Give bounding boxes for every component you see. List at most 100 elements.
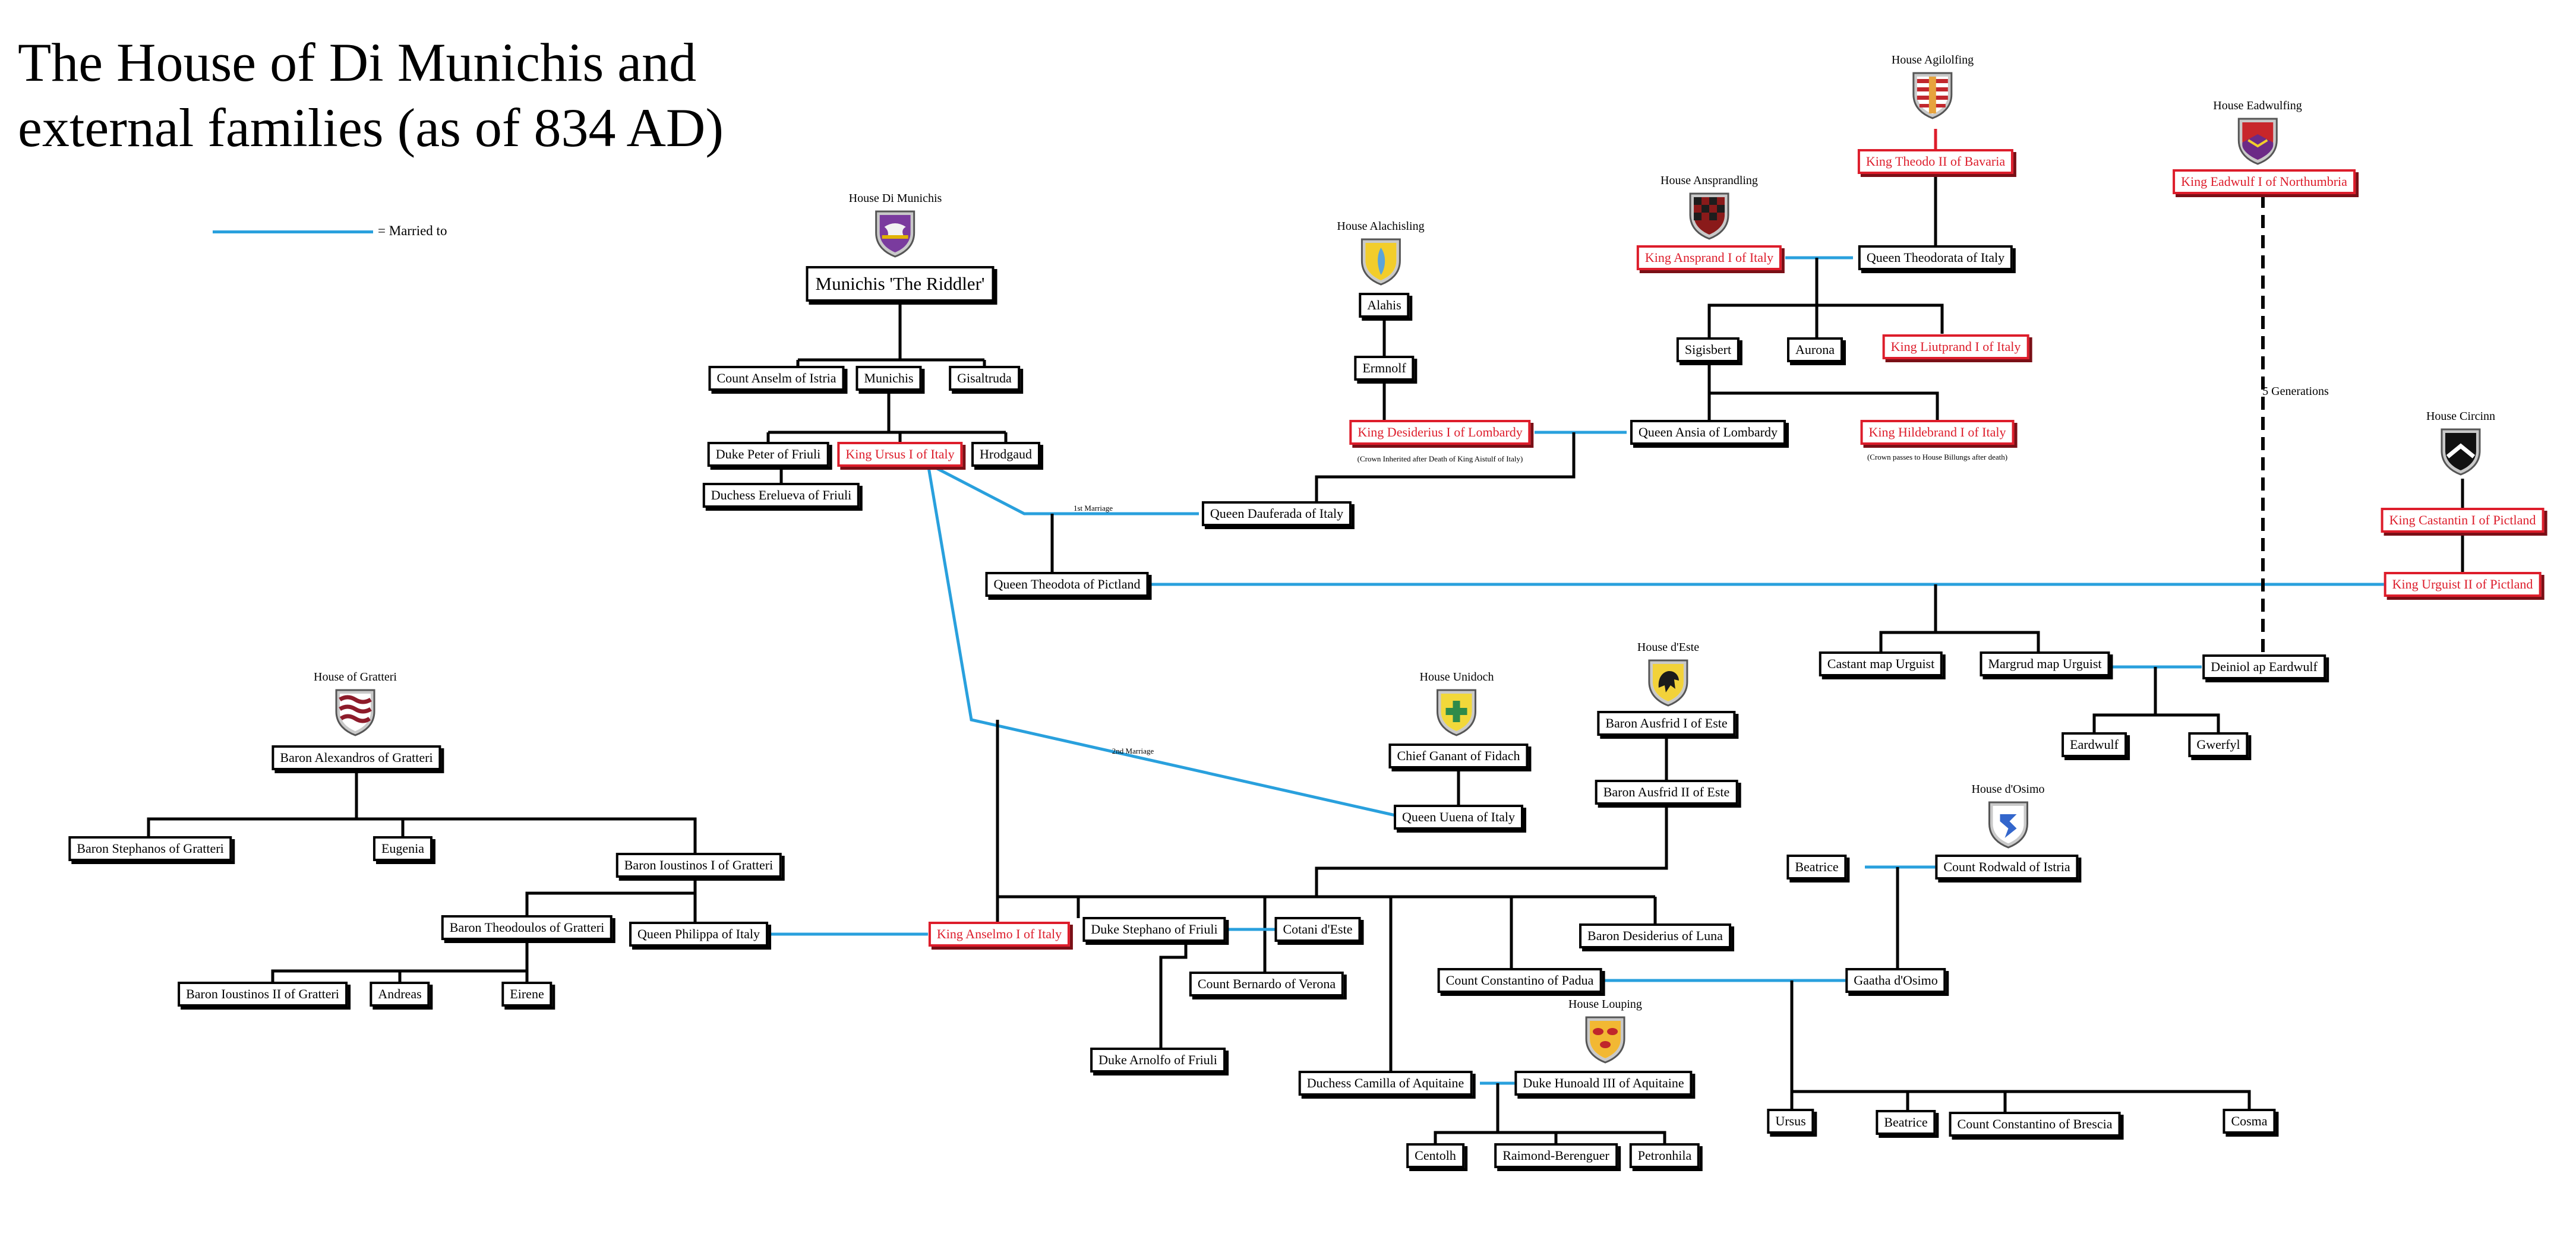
person-baron-alexandros: Baron Alexandros of Gratteri — [272, 745, 441, 770]
note-first-marriage: 1st Marriage — [1073, 504, 1113, 513]
person-chief-ganant: Chief Ganant of Fidach — [1388, 744, 1529, 768]
person-queen-dauferada: Queen Dauferada of Italy — [1201, 501, 1352, 526]
person-duke-peter: Duke Peter of Friuli — [707, 442, 829, 467]
marriage-line — [927, 462, 1199, 515]
person-baron-ausfrid-i: Baron Ausfrid I of Este — [1597, 711, 1736, 736]
legend-label: = Married to — [378, 223, 447, 238]
person-duke-arnolfo: Duke Arnolfo of Friuli — [1090, 1048, 1226, 1073]
person-sigisbert: Sigisbert — [1676, 337, 1740, 362]
person-cosma: Cosma — [2223, 1109, 2276, 1134]
person-hrodgaud: Hrodgaud — [971, 442, 1040, 467]
person-king-hildebrand: King Hildebrand I of Italy — [1860, 420, 2015, 445]
house-crest-eadwulfing: House Eadwulfing — [2213, 99, 2302, 166]
person-gwerfyl: Gwerfyl — [2188, 732, 2249, 757]
shield-three-birds-icon — [1585, 1016, 1625, 1064]
person-duke-hunoald: Duke Hunoald III of Aquitaine — [1514, 1071, 1693, 1096]
person-ursus: Ursus — [1767, 1109, 1814, 1134]
person-beatrice2: Beatrice — [1876, 1110, 1936, 1135]
house-name: House Circinn — [2426, 410, 2496, 423]
house-crest-gratteri: House of Gratteri — [314, 670, 397, 738]
person-castant: Castant map Urguist — [1819, 651, 1943, 676]
house-name: House Agilolfing — [1891, 53, 1974, 67]
house-crest-di-munichis: House Di Munichis — [849, 192, 942, 259]
legend-marriage-line — [213, 230, 373, 233]
person-beatrice-osimo: Beatrice — [1786, 855, 1847, 880]
lineage-line — [1790, 980, 2251, 1109]
person-petronilla: Petronhila — [1629, 1143, 1700, 1168]
lineage-line — [1159, 929, 1188, 1048]
house-name: House Eadwulfing — [2213, 99, 2302, 112]
shield-black-chevron-icon — [2441, 428, 2481, 476]
person-count-constantino-padua: Count Constantino of Padua — [1437, 968, 1602, 993]
person-baron-ioustinos-ii: Baron Ioustinos II of Gratteri — [178, 982, 348, 1007]
person-queen-theodota: Queen Theodota of Pictland — [985, 572, 1149, 597]
shield-red-stripes-icon — [1912, 72, 1953, 119]
house-crest-louping: House Louping — [1568, 998, 1642, 1065]
lineage-line — [1707, 258, 1819, 339]
person-aurona: Aurona — [1787, 337, 1843, 362]
person-andreas: Andreas — [370, 982, 430, 1007]
lineage-line — [2155, 713, 2220, 733]
person-king-castantin: King Castantin I of Pictland — [2381, 508, 2545, 533]
person-king-eadwulf: King Eadwulf I of Northumbria — [2173, 169, 2356, 194]
person-eugenia: Eugenia — [372, 836, 433, 861]
person-king-urguist: King Urguist II of Pictland — [2384, 572, 2542, 597]
person-munichis: Munichis — [855, 366, 922, 391]
house-name: House Louping — [1568, 998, 1642, 1011]
lineage-line — [1936, 631, 2040, 652]
person-baron-theodoulos: Baron Theodoulos of Gratteri — [441, 915, 613, 940]
title-line-2: external families (as of 834 AD) — [18, 97, 724, 158]
person-alahis: Alahis — [1359, 293, 1410, 318]
shield-red-purple-icon — [2237, 118, 2278, 165]
person-king-anselmo: King Anselmo I of Italy — [928, 922, 1071, 947]
lineage-line — [147, 769, 358, 837]
note-desiderius-note: (Crown Inherited after Death of King Ais… — [1357, 454, 1523, 463]
person-count-anselm: Count Anselm of Istria — [708, 366, 845, 391]
lineage-line — [525, 891, 695, 916]
person-eirene: Eirene — [501, 982, 553, 1007]
person-king-desiderius: King Desiderius I of Lombardy — [1349, 420, 1531, 445]
person-eardwulf: Eardwulf — [2062, 732, 2127, 757]
lineage-line — [1498, 1131, 1666, 1144]
person-duchess-erelueva: Duchess Erelueva of Friuli — [702, 483, 860, 508]
person-king-theodo: King Theodo II of Bavaria — [1857, 149, 2014, 174]
house-name: House d'Este — [1637, 641, 1700, 654]
person-centolh: Centolh — [1406, 1143, 1464, 1168]
lineage-line — [1879, 584, 1937, 652]
lineage-line — [1315, 432, 1576, 502]
person-baron-ausfrid-ii: Baron Ausfrid II of Este — [1595, 780, 1738, 805]
note-five-generations: 5 Generations — [2262, 385, 2329, 398]
house-name: House Di Munichis — [848, 192, 942, 205]
house-crest-alachisling: House Alachisling — [1337, 220, 1425, 287]
person-cotani: Cotani d'Este — [1274, 917, 1361, 942]
house-name: House Alachisling — [1337, 220, 1425, 233]
lineage-line — [1434, 1083, 1499, 1144]
shield-black-eagle-icon — [1648, 659, 1688, 707]
note-second-marriage: 2nd Marriage — [1112, 746, 1154, 755]
person-king-ansprand: King Ansprand I of Italy — [1636, 245, 1782, 270]
house-crest-ansprandling: House Ansprandling — [1660, 174, 1758, 241]
house-crest-deste: House d'Este — [1637, 641, 1699, 708]
person-ermnolf: Ermnolf — [1354, 356, 1415, 381]
person-duke-stephano: Duke Stephano of Friuli — [1082, 917, 1226, 942]
person-baron-desiderius-luna: Baron Desiderius of Luna — [1579, 923, 1731, 948]
house-name: House Ansprandling — [1660, 174, 1758, 187]
shield-wavy-red-icon — [335, 689, 375, 736]
note-hildebrand-note: (Crown passes to House Billungs after de… — [1867, 453, 2008, 461]
house-crest-unidoch: House Unidoch — [1420, 670, 1494, 738]
person-queen-philippa: Queen Philippa of Italy — [629, 922, 768, 947]
marriage-line — [926, 463, 1396, 817]
person-queen-theodorata: Queen Theodorata of Italy — [1858, 245, 2013, 270]
house-name: House of Gratteri — [314, 670, 397, 684]
person-baron-ioustinos-i: Baron Ioustinos I of Gratteri — [615, 853, 782, 878]
shield-yellow-feather-icon — [1360, 238, 1401, 286]
person-munichis-riddler: Munichis 'The Riddler' — [806, 266, 995, 302]
person-count-bernardo: Count Bernardo of Verona — [1189, 972, 1344, 997]
house-crest-dosimo: House d'Osimo — [1971, 783, 2045, 850]
person-deiniol: Deiniol ap Eardwulf — [2202, 654, 2326, 679]
person-king-ursus: King Ursus I of Italy — [837, 442, 963, 467]
person-baron-stephanos: Baron Stephanos of Gratteri — [68, 836, 232, 861]
house-name: House Unidoch — [1419, 670, 1494, 684]
page-title: The House of Di Munichis and external fa… — [18, 30, 724, 160]
person-margrud: Margrud map Urguist — [1980, 651, 2110, 676]
